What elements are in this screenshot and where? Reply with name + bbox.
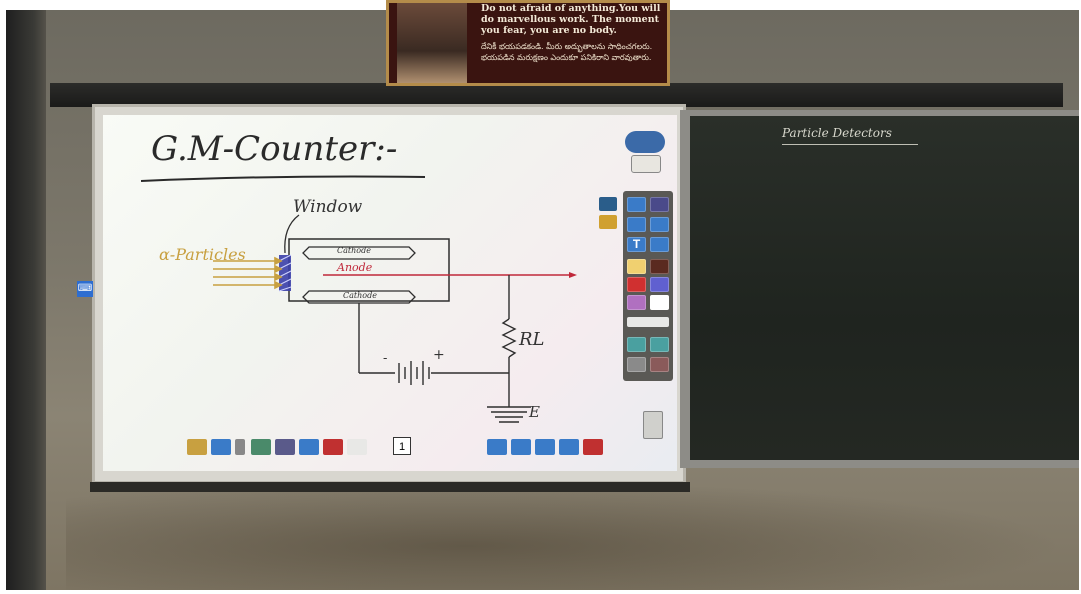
clear-tool-icon[interactable] xyxy=(650,357,669,372)
close-icon[interactable] xyxy=(583,439,603,455)
battery-symbol xyxy=(398,361,430,385)
whiteboard-canvas[interactable]: G.M-Counter:- xyxy=(103,115,677,471)
page-next-icon[interactable] xyxy=(511,439,531,455)
battery-plus-sign: + xyxy=(433,347,445,363)
board-ledge xyxy=(90,482,690,492)
notes-icon[interactable] xyxy=(631,155,661,173)
window-pointer xyxy=(284,214,300,254)
record-icon[interactable] xyxy=(275,439,295,455)
text-tool-icon[interactable]: T xyxy=(627,237,646,252)
line-tool-icon[interactable] xyxy=(627,337,646,352)
arrow-tool-icon[interactable] xyxy=(650,337,669,352)
marker-tool-icon[interactable] xyxy=(650,197,669,212)
page-title: G.M-Counter:- xyxy=(151,129,398,169)
eraser-tool-icon[interactable] xyxy=(650,217,669,232)
label-cathode-top: Cathode xyxy=(337,246,371,255)
label-window: Window xyxy=(293,197,363,217)
poster-quote-english: Do not afraid of anything.You will do ma… xyxy=(481,3,661,36)
anode-arrow-head xyxy=(569,272,577,278)
gm-counter-diagram xyxy=(213,214,577,423)
label-alpha-particles: α-Particles xyxy=(159,245,246,264)
cloud-icon[interactable] xyxy=(625,131,665,153)
color-swatch-brown[interactable] xyxy=(650,259,669,274)
gallery-icon[interactable] xyxy=(211,439,231,455)
page-number[interactable]: 1 xyxy=(393,437,411,455)
hide-icon[interactable] xyxy=(235,439,245,455)
stop-icon[interactable] xyxy=(323,439,343,455)
chalkboard: Particle Detectors xyxy=(680,110,1079,468)
earth-symbol xyxy=(487,406,531,423)
fill-tool-icon[interactable] xyxy=(627,357,646,372)
document-icon[interactable] xyxy=(347,439,367,455)
motivational-poster: Do not afraid of anything.You will do ma… xyxy=(386,0,670,86)
poster-quote-telugu: దేనికీ భయపడకండి. మీరు అద్భుతాలను సాధించగ… xyxy=(481,42,653,62)
page-prev-icon[interactable] xyxy=(487,439,507,455)
color-swatch-blue[interactable] xyxy=(650,277,669,292)
redo-icon[interactable] xyxy=(559,439,579,455)
cathode-bottom xyxy=(302,290,416,304)
wall-stain xyxy=(66,480,1066,590)
select-tool-icon[interactable] xyxy=(627,217,646,232)
undo-icon[interactable] xyxy=(535,439,555,455)
camera-icon[interactable] xyxy=(599,197,617,211)
label-earth: E xyxy=(529,403,540,421)
poster-portrait xyxy=(397,3,467,83)
keyboard-icon[interactable]: ⌨ xyxy=(77,281,93,297)
alpha-particle-arrows xyxy=(213,256,283,290)
battery-minus-sign: - xyxy=(383,351,388,366)
stroke-width-slider[interactable] xyxy=(627,317,669,327)
chalkboard-title: Particle Detectors xyxy=(782,126,892,140)
cathode-top xyxy=(302,246,416,260)
menu-icon[interactable] xyxy=(187,439,207,455)
screen-capture-icon[interactable] xyxy=(251,439,271,455)
board-frame-top xyxy=(50,83,1063,107)
pen-tool-icon[interactable] xyxy=(627,197,646,212)
bottom-toolbar: 1 xyxy=(181,433,603,461)
spotlight-icon[interactable] xyxy=(299,439,319,455)
shape-tool-icon[interactable] xyxy=(650,237,669,252)
title-underline xyxy=(140,175,426,182)
trash-icon[interactable] xyxy=(643,411,663,439)
tool-palette: T xyxy=(623,191,673,381)
label-resistor: RL xyxy=(519,329,545,350)
wall-shadow xyxy=(6,10,46,590)
label-cathode-bottom: Cathode xyxy=(343,291,377,300)
chalkboard-title-underline xyxy=(782,144,918,145)
load-resistor xyxy=(501,318,517,358)
color-swatch-yellow[interactable] xyxy=(627,259,646,274)
label-anode: Anode xyxy=(337,261,373,274)
smartboard: ⌨ G.M-Counter:- xyxy=(77,104,686,484)
folder-icon[interactable] xyxy=(599,215,617,229)
color-swatch-red[interactable] xyxy=(627,277,646,292)
color-swatch-white[interactable] xyxy=(650,295,669,310)
color-swatch-purple[interactable] xyxy=(627,295,646,310)
